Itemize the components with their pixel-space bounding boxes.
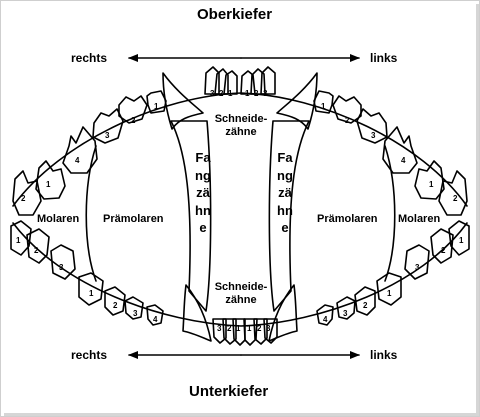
- upper-left-premolars: [313, 90, 418, 174]
- tooth-number-upper-right-premolars-1: 1: [154, 102, 159, 111]
- tooth-number-upper-right-molars-1: 1: [46, 180, 51, 189]
- lower-canine-left: [182, 284, 212, 342]
- lower-left-premolars: [316, 272, 402, 326]
- premolar-molar-boundary-left: [85, 145, 97, 282]
- direction-label-bottom-right: links: [370, 348, 398, 362]
- tooth-number-lower-incisors-2: 2: [227, 324, 232, 333]
- tooth-number-lower-right-molars-3: 3: [59, 263, 64, 272]
- premolars-label-left: Prämolaren: [103, 213, 164, 225]
- tooth-number-lower-incisors-5: 2: [257, 324, 262, 333]
- tooth-number-upper-left-premolars-4: 4: [401, 156, 406, 165]
- upper-right-premolars: [62, 90, 167, 174]
- upper-arch-line: [12, 92, 468, 207]
- direction-label-bottom-left: rechts: [71, 348, 108, 362]
- tooth-number-upper-left-premolars-2: 2: [345, 116, 350, 125]
- tooth-number-upper-incisors-2: 2: [219, 89, 224, 98]
- tooth-number-upper-incisors-1: 3: [210, 89, 215, 98]
- tooth-number-lower-incisors-1: 3: [217, 324, 222, 333]
- direction-label-top-left: rechts: [71, 51, 108, 65]
- canine-label-right: Fangzähne: [277, 150, 293, 235]
- lower-arch-line: [12, 222, 468, 327]
- tooth-number-lower-incisors-3: 1: [236, 324, 241, 333]
- tooth-number-lower-right-premolars-4: 4: [153, 315, 158, 324]
- tooth-number-upper-left-premolars-3: 3: [371, 131, 376, 140]
- tooth-number-lower-left-molars-1: 1: [459, 236, 464, 245]
- canine-root-right: [268, 120, 310, 312]
- tooth-number-lower-right-premolars-1: 1: [89, 289, 94, 298]
- incisors-label-lower-line2: zähne: [225, 294, 257, 306]
- tooth-number-lower-left-molars-3: 3: [415, 263, 420, 272]
- tooth-number-upper-left-molars-2: 2: [453, 194, 458, 203]
- direction-label-top-right: links: [370, 51, 398, 65]
- tooth-number-upper-left-premolars-1: 1: [321, 102, 326, 111]
- premolars-label-right: Prämolaren: [317, 213, 378, 225]
- molars-label-left: Molaren: [37, 213, 80, 225]
- tooth-number-upper-right-premolars-3: 3: [105, 131, 110, 140]
- tooth-number-lower-incisors-4: 1: [247, 324, 252, 333]
- upper-right-molars: [12, 160, 66, 216]
- tooth-number-lower-left-molars-2: 2: [441, 246, 446, 255]
- canine-label-left: Fangzähne: [195, 150, 211, 235]
- tooth-number-upper-incisors-3: 1: [228, 89, 233, 98]
- lower-left-molars: [404, 220, 470, 280]
- tooth-number-upper-right-premolars-4: 4: [75, 156, 80, 165]
- tooth-number-lower-incisors-6: 3: [266, 324, 271, 333]
- tooth-number-upper-right-molars-2: 2: [21, 194, 26, 203]
- lower-right-molars: [10, 220, 76, 280]
- incisors-label-upper: Schneide- zähne: [209, 113, 273, 139]
- incisors-label-lower-line1: Schneide-: [214, 281, 268, 293]
- tooth-number-upper-incisors-6: 3: [263, 89, 268, 98]
- tooth-number-lower-left-premolars-1: 1: [387, 289, 392, 298]
- tooth-number-upper-incisors-4: 1: [245, 89, 250, 98]
- upper-incisors: [204, 66, 276, 95]
- canine-root-left: [170, 120, 212, 312]
- molars-label-right: Molaren: [398, 213, 441, 225]
- lower-right-premolars: [78, 272, 164, 326]
- tooth-number-lower-left-premolars-2: 2: [363, 301, 368, 310]
- tooth-number-lower-left-premolars-3: 3: [343, 309, 348, 318]
- premolar-molar-boundary-right: [384, 145, 396, 282]
- incisors-label-upper-line2: zähne: [225, 126, 257, 138]
- lower-jaw-title: Unterkiefer: [189, 383, 269, 400]
- tooth-number-upper-left-molars-1: 1: [429, 180, 434, 189]
- tooth-number-upper-incisors-5: 2: [254, 89, 259, 98]
- frame-shadow-bottom: [4, 413, 479, 416]
- tooth-number-upper-right-premolars-2: 2: [131, 116, 136, 125]
- tooth-number-lower-right-molars-2: 2: [34, 246, 39, 255]
- upper-jaw-title: Oberkiefer: [197, 6, 273, 23]
- tooth-number-lower-left-premolars-4: 4: [323, 315, 328, 324]
- incisors-label-lower: Schneide- zähne: [209, 281, 273, 307]
- incisors-label-upper-line1: Schneide-: [214, 113, 268, 125]
- lower-canine-right: [268, 284, 298, 342]
- frame-shadow-right: [476, 4, 479, 416]
- upper-left-molars: [414, 160, 468, 216]
- tooth-number-lower-right-premolars-2: 2: [113, 301, 118, 310]
- tooth-number-lower-right-molars-1: 1: [16, 236, 21, 245]
- tooth-number-lower-right-premolars-3: 3: [133, 309, 138, 318]
